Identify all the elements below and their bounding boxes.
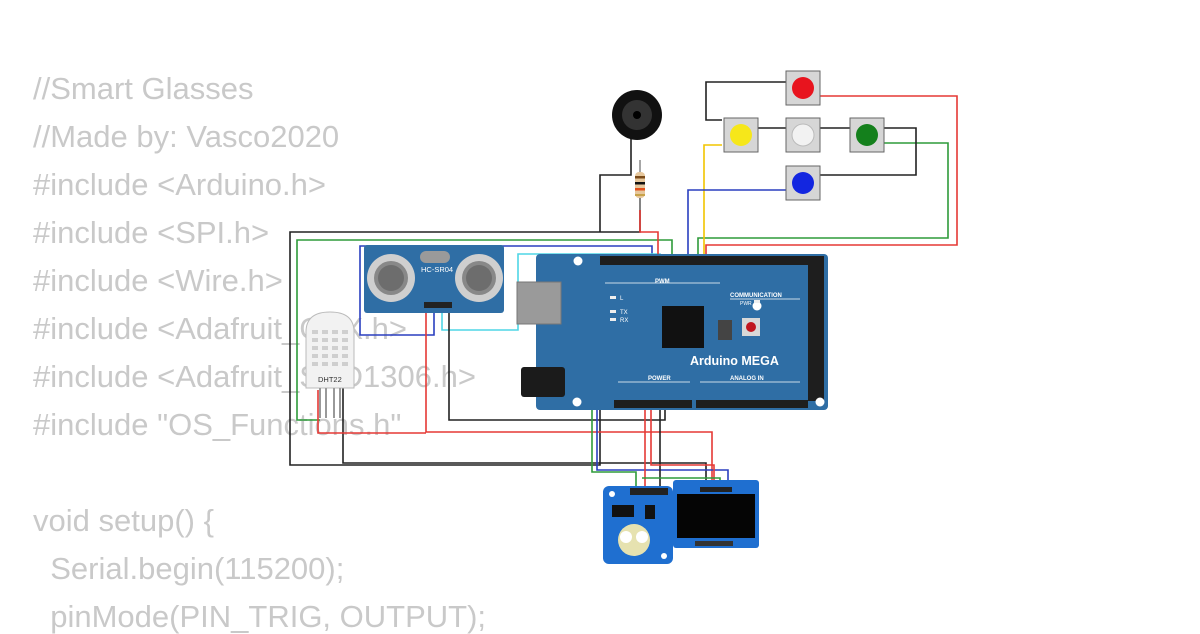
wire-green[interactable] (697, 142, 949, 262)
microcontroller-chip (662, 306, 704, 348)
pwr-label: PWR (740, 301, 752, 307)
led-rx-label: RX (620, 318, 628, 324)
red-button[interactable] (785, 70, 821, 106)
dht-label: DHT22 (318, 375, 342, 384)
wire-red[interactable] (639, 210, 659, 262)
wire-black[interactable] (599, 135, 632, 232)
resistor[interactable] (635, 160, 645, 210)
rtc-module[interactable] (603, 486, 673, 564)
code-line: #include <SPI.h> (33, 215, 270, 250)
led-l-label: L (620, 296, 624, 302)
analog-header (696, 400, 808, 408)
wire-yellow[interactable] (703, 144, 722, 262)
sensor-label: HC-SR04 (421, 265, 453, 274)
wire-red[interactable] (650, 408, 715, 488)
code-line: //Smart Glasses (33, 71, 254, 106)
mount-hole (572, 397, 582, 407)
wire-black[interactable] (705, 81, 786, 121)
wire-blue[interactable] (359, 245, 653, 336)
communication-label: COMMUNICATION (730, 293, 782, 299)
wire-blue[interactable] (687, 189, 786, 262)
wire-red[interactable] (705, 95, 958, 262)
right-header (808, 265, 824, 401)
code-line: pinMode(PIN_TRIG, OUTPUT); (33, 599, 487, 634)
wire-black[interactable] (342, 385, 707, 488)
code-line: #include <Wire.h> (33, 263, 283, 298)
usb-port (516, 281, 562, 325)
led-pwr (754, 300, 760, 303)
dht22-sensor[interactable]: DHT22 (305, 311, 355, 418)
wire-red[interactable] (425, 305, 713, 488)
mount-hole (573, 256, 583, 266)
wire-red[interactable] (317, 390, 426, 434)
led-l (610, 296, 616, 299)
yellow-button[interactable] (723, 117, 759, 153)
wire-green[interactable] (296, 239, 673, 421)
mount-hole (815, 397, 825, 407)
white-button[interactable] (785, 117, 821, 153)
buzzer[interactable] (612, 90, 662, 140)
wire-black[interactable] (448, 305, 666, 421)
code-line: #include <Arduino.h> (33, 167, 327, 202)
ultrasonic-sensor[interactable]: HC-SR04 (364, 245, 504, 313)
blue-button[interactable] (785, 165, 821, 201)
code-line: void setup() { (33, 503, 214, 538)
icsp-header (718, 320, 732, 340)
pwm-label: PWM (655, 279, 670, 285)
analog-label: ANALOG IN (730, 376, 764, 382)
oled-display[interactable] (673, 480, 759, 548)
power-header (614, 400, 692, 408)
led-tx-label: TX (620, 310, 628, 316)
led-rx (610, 318, 616, 321)
code-line: Serial.begin(115200); (33, 551, 345, 586)
wire-black[interactable] (820, 127, 917, 176)
mount-hole (752, 301, 762, 311)
arduino-mega-board[interactable]: PWM COMMUNICATION PWR POWER ANALOG IN L … (516, 254, 828, 410)
green-button[interactable] (849, 117, 885, 153)
code-line: //Made by: Vasco2020 (33, 119, 340, 154)
code-line: #include "OS_Functions.h" (33, 407, 402, 442)
power-jack (521, 367, 565, 397)
code-line: #include <Adafruit_GFX.h> (33, 311, 407, 346)
arduino-label: Arduino MEGA (690, 354, 779, 368)
power-label: POWER (648, 376, 671, 382)
digital-header (600, 256, 824, 265)
led-tx (610, 310, 616, 313)
